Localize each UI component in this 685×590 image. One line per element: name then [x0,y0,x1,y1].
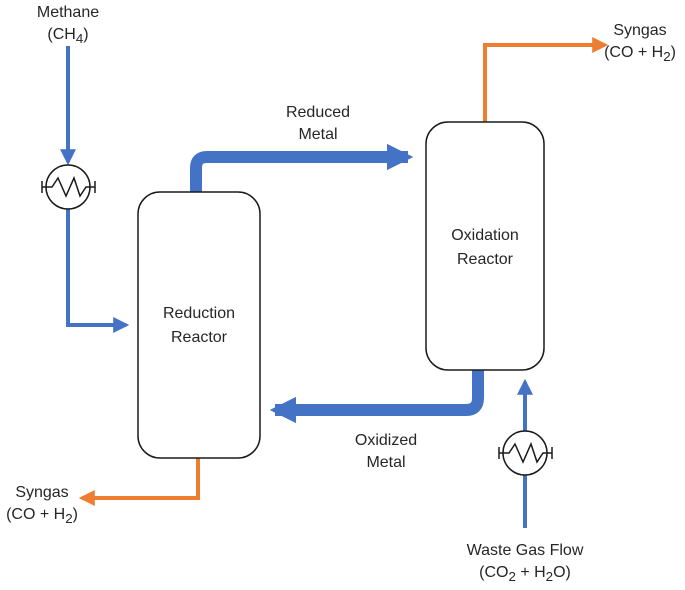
syngas-top-sub: 2 [663,49,671,65]
oxidized-metal-line1: Oxidized [354,432,418,449]
reduction-reactor [137,191,261,459]
reduced-metal-stream [190,143,414,192]
syngas-top-stream [483,37,609,122]
heat-exchanger-icon [498,430,553,476]
methane-formula: (CH4) [28,24,108,50]
syngas-bottom-stream [78,458,200,506]
syngas-bottom-post: ) [72,506,78,523]
oxidation-line2: Reactor [456,251,514,268]
oxidized-metal-label: Oxidized Metal [336,430,436,474]
oxidation-reactor [425,121,545,371]
oxidation-line1: Oxidation [451,227,519,244]
syngas-bottom-label: Syngas (CO + H2) [0,482,84,530]
methane-formula-post: ) [83,26,89,43]
syngas-top-pre: (CO + H [604,44,664,61]
methane-feed-stream [60,46,130,333]
syngas-top-label: Syngas (CO + H2) [598,20,682,68]
syngas-bottom-name: Syngas [15,484,69,501]
waste-gas-name: Waste Gas Flow [466,542,584,559]
heat-exchanger-icon [41,164,96,210]
syngas-top-post: ) [670,44,676,61]
reduced-metal-line1: Reduced [285,104,351,121]
syngas-bottom-pre: (CO + H [6,506,66,523]
methane-name: Methane [36,4,100,21]
waste-gas-p1: (CO [479,564,509,581]
syngas-bottom-formula: (CO + H2) [0,504,84,530]
syngas-bottom-sub: 2 [65,511,73,527]
methane-formula-pre: (CH [47,26,76,43]
syngas-top-formula: (CO + H2) [598,42,682,68]
waste-gas-s1: 2 [508,569,516,585]
reduction-line2: Reactor [170,329,228,346]
methane-formula-sub: 4 [75,31,84,47]
oxidized-metal-stream [269,370,484,424]
waste-gas-label: Waste Gas Flow (CO2 + H2O) [450,540,600,588]
waste-gas-s2: 2 [545,569,554,585]
waste-gas-p2: + H [515,564,546,581]
reduction-reactor-label: Reduction Reactor [138,302,260,350]
methane-label: Methane (CH4) [28,2,108,50]
reduced-metal-line2: Metal [298,126,338,143]
waste-gas-formula: (CO2 + H2O) [450,562,600,588]
oxidation-reactor-label: Oxidation Reactor [426,224,544,272]
oxidized-metal-line2: Metal [366,454,406,471]
syngas-top-name: Syngas [613,22,667,39]
waste-gas-p3: O) [553,564,571,581]
reduction-line1: Reduction [162,305,236,322]
reduced-metal-label: Reduced Metal [268,102,368,146]
